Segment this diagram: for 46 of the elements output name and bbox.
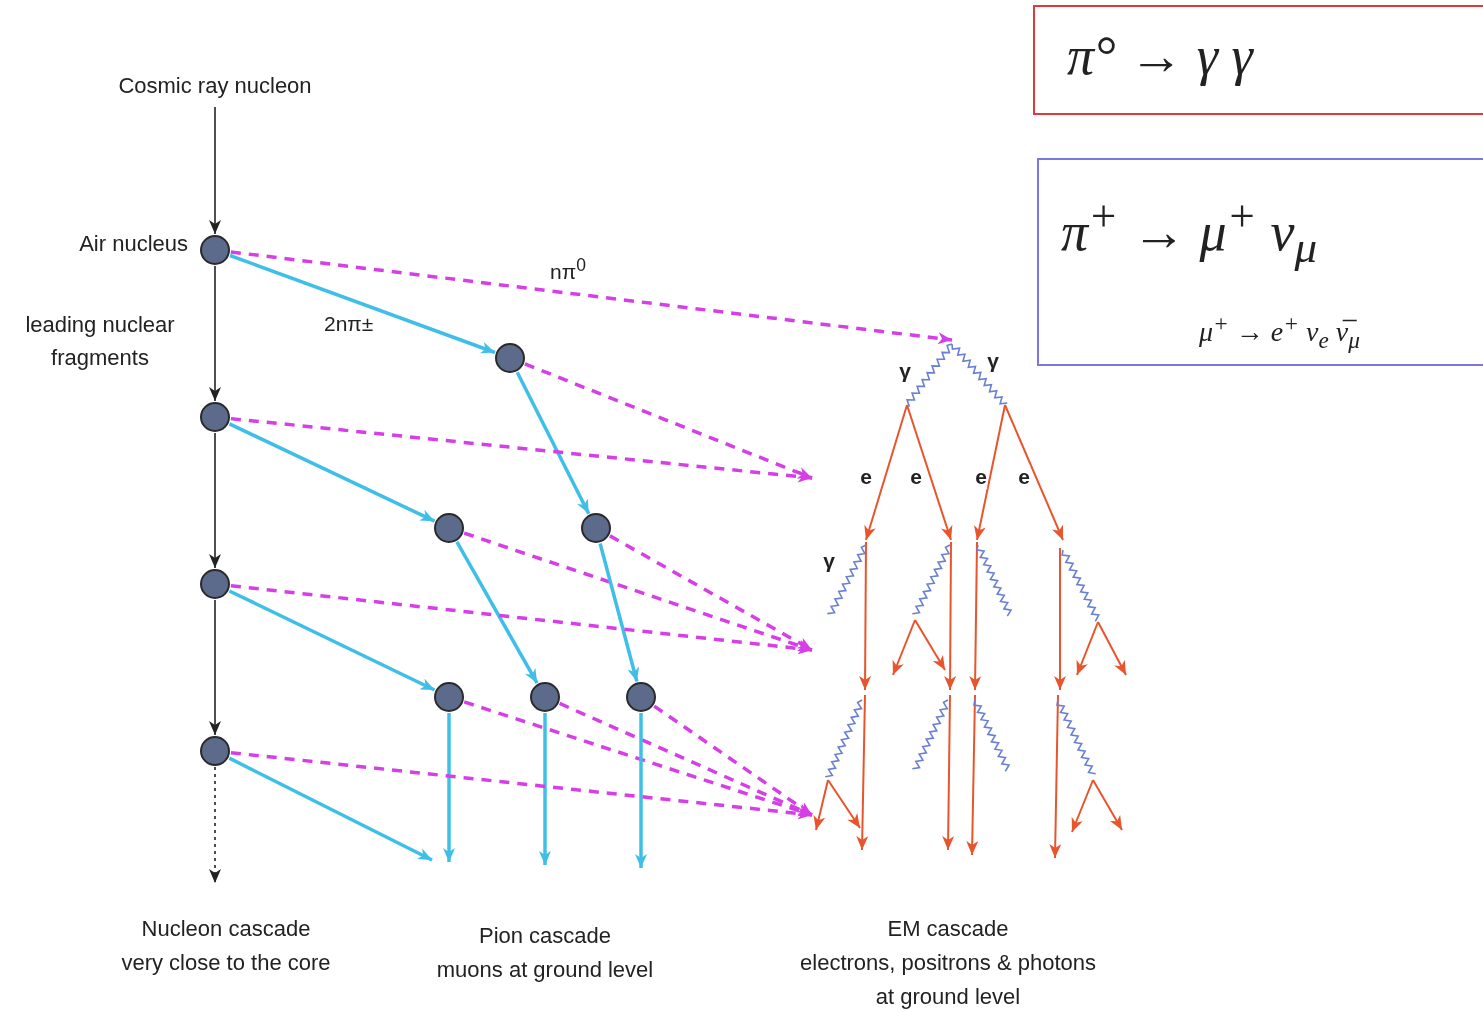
particle-circle <box>495 343 525 373</box>
arrow <box>230 250 953 345</box>
caption-text: EM cascade <box>887 916 1009 942</box>
arrow <box>228 422 436 523</box>
arrow <box>209 766 221 884</box>
arrow <box>209 106 221 235</box>
arrow <box>209 432 221 569</box>
arrow <box>515 371 591 515</box>
formula-box <box>1033 5 1483 115</box>
particle-circle <box>200 736 230 766</box>
arrow <box>228 589 436 692</box>
formula-text: π° → γ γ <box>1067 25 1253 87</box>
particle-circle <box>581 513 611 543</box>
formula-text: π$^{+}$ → μ$^{+}$ ν$_{μ}$ <box>1061 190 1317 273</box>
arrow <box>524 362 813 480</box>
formula-text: μ$^{+}$ → e$^{+}$ ν$_{e}$ ν̅$_{μ}$ <box>1199 310 1360 354</box>
particle-circle <box>200 402 230 432</box>
caption-text: Pion cascade <box>478 923 612 949</box>
arrow <box>209 265 221 402</box>
caption-text: muons at ground level <box>436 957 654 983</box>
arrow <box>229 253 496 355</box>
caption-text: at ground level <box>875 984 1021 1010</box>
arrow <box>209 599 221 736</box>
caption-text: Nucleon cascade <box>141 916 311 942</box>
particle-circle <box>434 682 464 712</box>
source-label: Cosmic ray nucleon <box>105 73 325 99</box>
arrow <box>230 750 813 820</box>
arrow <box>230 416 813 483</box>
particle-circle <box>530 682 560 712</box>
arrow <box>539 713 551 865</box>
caption-text: very close to the core <box>121 950 331 976</box>
particle-circle <box>434 513 464 543</box>
formula-box <box>1037 158 1483 366</box>
arrow <box>598 543 640 682</box>
arrow <box>443 713 455 862</box>
arrow <box>558 701 813 817</box>
arrow <box>230 584 813 655</box>
arrow <box>635 713 647 868</box>
caption-text: electrons, positrons & photons <box>800 950 1096 976</box>
particle-circle <box>200 569 230 599</box>
arrow <box>228 756 433 862</box>
arrow <box>609 534 813 652</box>
arrow <box>455 541 539 684</box>
particle-circle <box>626 682 656 712</box>
node-caption: Air nucleus <box>79 231 188 257</box>
caption-text: leading nuclear fragments <box>24 311 176 372</box>
